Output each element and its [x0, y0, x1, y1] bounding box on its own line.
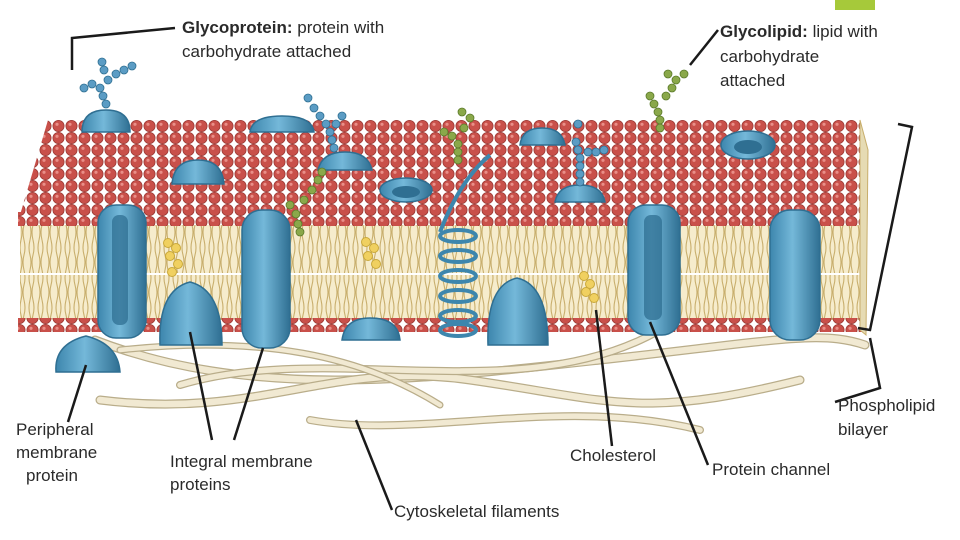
- glycoprotein-label: Glycoprotein: protein with: [182, 18, 384, 38]
- cytoskeletal-label: Cytoskeletal filaments: [394, 502, 560, 521]
- glycolipid-term: Glycolipid:: [720, 22, 808, 41]
- glycoprotein-desc-line1: protein with: [297, 18, 385, 37]
- cholesterol-molecules: [163, 237, 599, 303]
- glycolipid-label: Glycolipid: lipid with: [720, 22, 878, 42]
- integral-proteins: [97, 204, 821, 349]
- glycoprotein-desc-line2: carbohydrate attached: [182, 42, 352, 61]
- helical-protein: [438, 153, 492, 338]
- glycolipid-desc-line1: lipid with: [812, 22, 878, 41]
- accent-bar: [835, 0, 875, 10]
- glycoprotein-term: Glycoprotein:: [182, 18, 293, 37]
- cholesterol-label: Cholesterol: [570, 446, 656, 465]
- phospholipid-label-line2: bilayer: [838, 420, 889, 439]
- integral-label-line2: proteins: [170, 475, 231, 494]
- glycolipid-desc-line3: attached: [720, 71, 786, 90]
- peripheral-label-line1: Peripheral: [16, 420, 94, 439]
- peripheral-label-line3: protein: [26, 466, 78, 485]
- glycolipid-desc-line2: carbohydrate: [720, 47, 820, 66]
- label-leader-lines: [66, 26, 914, 511]
- carbohydrate-chains: [79, 57, 689, 237]
- phospholipid-label-line1: Phospholipid: [838, 396, 936, 415]
- protein-channel-label: Protein channel: [712, 460, 831, 479]
- surface-proteins: [81, 109, 776, 203]
- integral-label-line1: Integral membrane: [170, 452, 313, 471]
- peripheral-protein: [55, 335, 121, 373]
- peripheral-label-line2: membrane: [16, 443, 98, 462]
